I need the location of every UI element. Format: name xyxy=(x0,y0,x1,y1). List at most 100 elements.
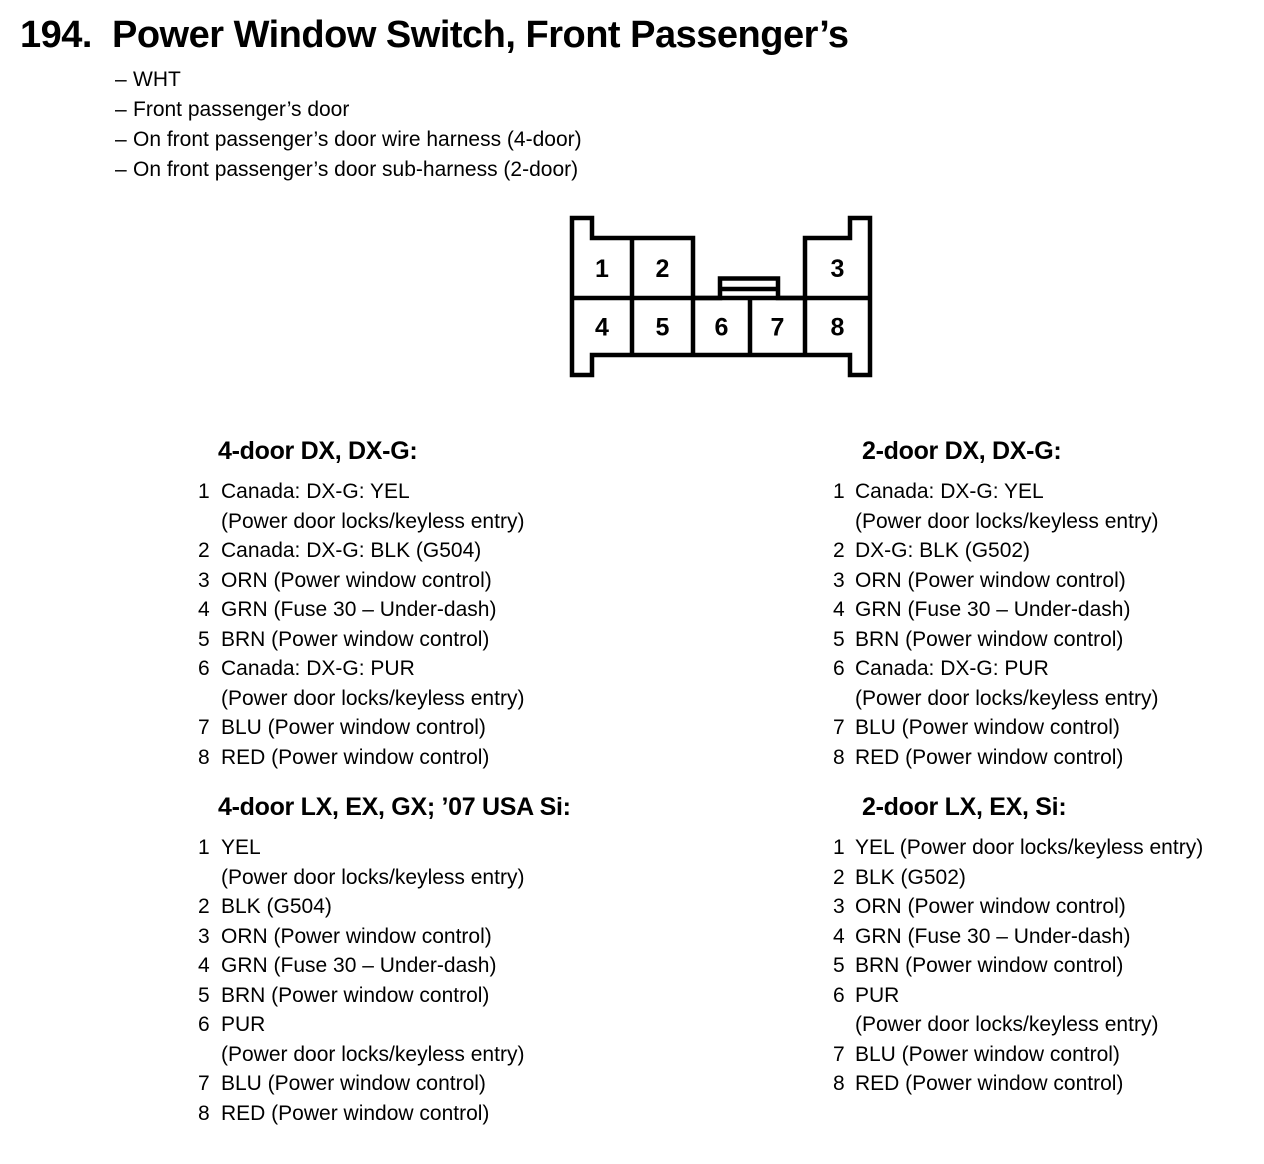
pin-number: 4 xyxy=(833,598,845,621)
pin-number: 1 xyxy=(198,836,210,859)
pin-number: 3 xyxy=(198,924,210,948)
pin-row: (Power door locks/keyless entry) xyxy=(198,684,628,714)
pin-number: 4 xyxy=(833,924,845,948)
pin-number: 7 xyxy=(833,1042,845,1066)
section-heading: 4-door DX, DX-G: xyxy=(218,437,418,465)
pin-number: 6 xyxy=(198,1013,210,1036)
pin-description: (Power door locks/keyless entry) xyxy=(855,1013,1159,1036)
pin-description: BLK (G502) xyxy=(855,865,966,889)
connector-pin-label: 4 xyxy=(595,314,609,342)
pin-number: 2 xyxy=(198,539,210,562)
connector-pin-label: 1 xyxy=(595,255,609,283)
pin-number xyxy=(198,684,221,714)
pin-number: 8 xyxy=(198,745,210,769)
pin-number: 1 xyxy=(833,480,845,503)
pin-number: 4 xyxy=(198,598,210,621)
pin-description: GRN (Fuse 30 – Under-dash) xyxy=(221,598,497,621)
notes-list: – WHT – Front passenger’s door – On fron… xyxy=(115,65,582,185)
pin-row: (Power door locks/keyless entry) xyxy=(198,863,628,893)
pin-row: 6 Canada: DX-G: PUR xyxy=(833,654,1263,684)
figure-title: Power Window Switch, Front Passenger’s xyxy=(112,14,849,56)
pin-number xyxy=(833,684,855,714)
pin-description: BLU (Power window control) xyxy=(221,1072,486,1095)
pin-number xyxy=(198,1040,221,1070)
pin-row: 7 BLU (Power window control) xyxy=(833,713,1263,743)
pin-number: 8 xyxy=(833,1072,845,1095)
pin-number: 6 xyxy=(833,657,845,680)
pin-description: BLU (Power window control) xyxy=(855,716,1120,739)
pin-number xyxy=(198,507,221,537)
note-text: WHT xyxy=(133,68,181,91)
pin-number: 3 xyxy=(198,568,210,592)
pin-number xyxy=(833,507,855,537)
dash-bullet-icon: – xyxy=(115,128,127,151)
note-text: On front passenger’s door wire harness (… xyxy=(133,128,582,151)
page-title: 194. Power Window Switch, Front Passenge… xyxy=(20,14,849,57)
pin-description: RED (Power window control) xyxy=(221,745,490,769)
pin-description: GRN (Fuse 30 – Under-dash) xyxy=(855,924,1131,948)
pin-number: 5 xyxy=(198,627,210,651)
connector-pin-label: 6 xyxy=(715,314,729,342)
pin-description: BRN (Power window control) xyxy=(855,954,1124,977)
pin-description: BLU (Power window control) xyxy=(221,716,486,739)
note-item: – WHT xyxy=(115,65,582,95)
pin-number: 8 xyxy=(833,745,845,769)
note-text: On front passenger’s door sub-harness (2… xyxy=(133,158,579,181)
pin-description: BRN (Power window control) xyxy=(221,627,490,651)
pin-number: 6 xyxy=(833,983,845,1007)
pin-row: 3 ORN (Power window control) xyxy=(198,922,628,952)
section-heading: 4-door LX, EX, GX; ’07 USA Si: xyxy=(218,793,571,821)
note-text: Front passenger’s door xyxy=(133,98,350,121)
connector-grid xyxy=(572,238,870,355)
dash-bullet-icon: – xyxy=(115,68,127,91)
pin-row: (Power door locks/keyless entry) xyxy=(198,1040,628,1070)
pin-description: RED (Power window control) xyxy=(221,1101,490,1125)
pin-row: 5 BRN (Power window control) xyxy=(833,951,1263,981)
pin-number: 5 xyxy=(833,627,845,651)
pin-description: ORN (Power window control) xyxy=(855,895,1126,918)
pin-number: 2 xyxy=(198,895,210,918)
pin-number: 5 xyxy=(198,983,210,1007)
pin-description: (Power door locks/keyless entry) xyxy=(221,509,525,533)
pin-number: 1 xyxy=(833,836,845,859)
pin-row: 6 PUR xyxy=(198,1010,628,1040)
pin-number: 2 xyxy=(833,539,845,562)
pin-description: Canada: DX-G: YEL xyxy=(221,480,410,503)
section-heading: 2-door LX, EX, Si: xyxy=(862,793,1067,821)
pin-row: 8 RED (Power window control) xyxy=(198,743,628,773)
pin-row: 2 DX-G: BLK (G502) xyxy=(833,536,1263,566)
pin-description: DX-G: BLK (G502) xyxy=(855,539,1031,562)
pin-number: 5 xyxy=(833,954,845,977)
pin-number: 7 xyxy=(833,716,845,739)
pin-description: ORN (Power window control) xyxy=(221,924,492,948)
pin-number: 8 xyxy=(198,1101,210,1125)
connector-pin-label: 2 xyxy=(656,255,670,283)
pin-description: Canada: DX-G: PUR xyxy=(855,657,1049,680)
pin-description: Canada: DX-G: YEL xyxy=(855,480,1044,503)
pin-description: GRN (Fuse 30 – Under-dash) xyxy=(221,954,497,977)
pin-description: PUR xyxy=(221,1013,266,1036)
connector-outline xyxy=(569,215,873,378)
connector-pin-label: 7 xyxy=(771,314,785,342)
